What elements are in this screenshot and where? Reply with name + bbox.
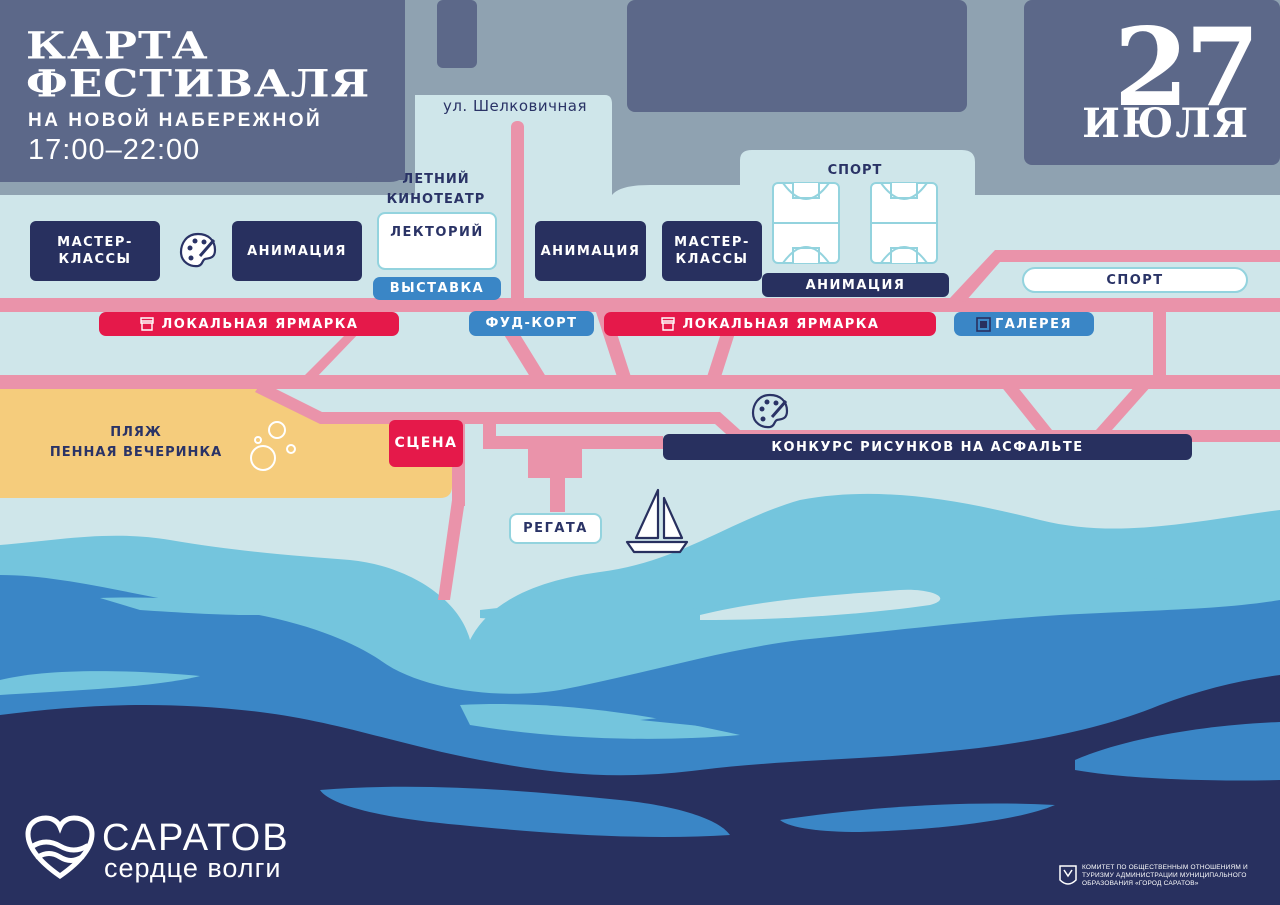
bubbles-icon <box>250 421 296 471</box>
zone-local-fair-left: ЛОКАЛЬНАЯ ЯРМАРКА <box>99 312 399 336</box>
street-name: ул. Шелковичная <box>442 97 588 115</box>
palette-icon <box>751 393 789 429</box>
river-dark <box>0 675 1280 905</box>
market-stall-icon <box>660 317 675 331</box>
sailboat-icon <box>625 488 689 554</box>
zone-sport-right: СПОРТ <box>1022 267 1248 293</box>
committee-credit: КОМИТЕТ ПО ОБЩЕСТВЕННЫМ ОТНОШЕНИЯМ И ТУР… <box>1082 864 1248 887</box>
zone-summer-cinema: ЛЕТНИЙ КИНОТЕАТР <box>386 172 486 207</box>
zone-animation-center: АНИМАЦИЯ <box>535 221 646 281</box>
zone-local-fair-center: ЛОКАЛЬНАЯ ЯРМАРКА <box>604 312 936 336</box>
walkways <box>0 121 1280 600</box>
city-logo-slogan: сердце волги <box>104 853 282 883</box>
date-month: ИЮЛЯ <box>1082 100 1250 147</box>
market-stall-icon <box>139 317 154 331</box>
basketball-court-icon <box>772 182 840 264</box>
basketball-court-icon <box>870 182 938 264</box>
heart-waves-logo-icon <box>25 815 95 880</box>
zone-gallery: ГАЛЕРЕЯ <box>954 312 1094 336</box>
zone-local-fair-center-label: ЛОКАЛЬНАЯ ЯРМАРКА <box>682 316 880 332</box>
zone-food-court: ФУД-КОРТ <box>469 311 594 336</box>
zone-master-classes-center: МАСТЕР- КЛАССЫ <box>662 221 762 281</box>
palette-icon <box>179 232 217 268</box>
festival-subtitle: НА НОВОЙ НАБЕРЕЖНОЙ <box>28 110 323 131</box>
coat-of-arms-icon <box>1059 865 1077 885</box>
zone-local-fair-left-label: ЛОКАЛЬНАЯ ЯРМАРКА <box>161 316 359 332</box>
zone-asphalt-contest: КОНКУРС РИСУНКОВ НА АСФАЛЬТЕ <box>663 434 1192 460</box>
zone-lecture-hall: ЛЕКТОРИЙ <box>377 212 497 270</box>
zone-master-classes-left: МАСТЕР- КЛАССЫ <box>30 221 160 281</box>
city-logo-name: САРАТОВ <box>102 817 290 859</box>
zone-exhibition: ВЫСТАВКА <box>373 277 501 300</box>
zone-regatta: РЕГАТА <box>509 513 602 544</box>
zone-beach: ПЛЯЖ ПЕННАЯ ВЕЧЕРИНКА <box>49 425 223 460</box>
beach-area <box>0 388 452 498</box>
festival-title-line1: КАРТА <box>26 24 209 68</box>
festival-time: 17:00–22:00 <box>28 134 201 166</box>
date-day: 27 <box>1113 5 1260 131</box>
gallery-frame-icon <box>976 316 991 332</box>
zone-stage: СЦЕНА <box>389 420 463 467</box>
zone-sport-top: СПОРТ <box>827 163 883 178</box>
zone-animation-right: АНИМАЦИЯ <box>762 273 949 297</box>
festival-title-line2: ФЕСТИВАЛЯ <box>26 62 371 106</box>
zone-animation-left: АНИМАЦИЯ <box>232 221 362 281</box>
zone-gallery-label: ГАЛЕРЕЯ <box>995 316 1072 332</box>
